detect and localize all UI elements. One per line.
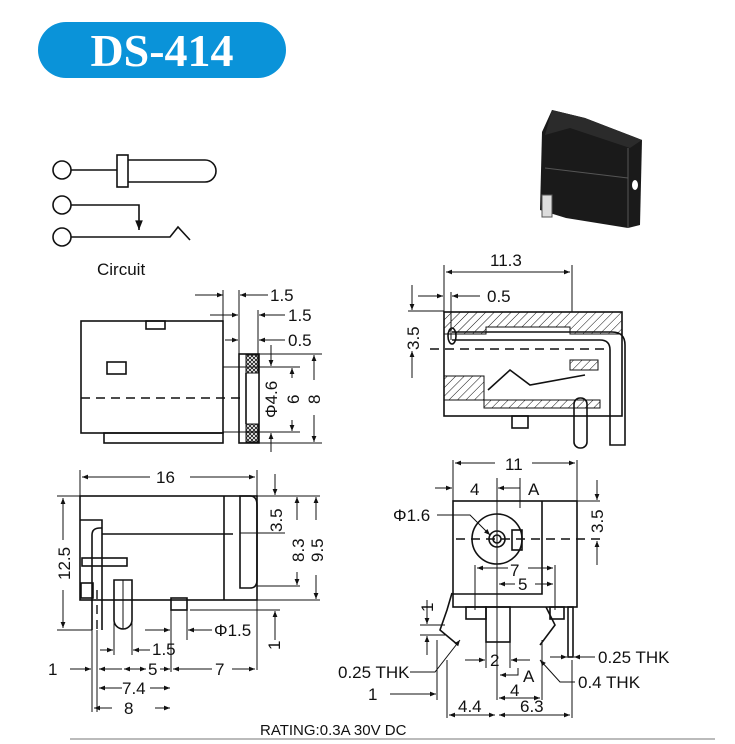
title-text: DS-414 [90, 25, 233, 76]
dim-4: 4 [470, 480, 479, 499]
dim-0-25-thk-left: 0.25 THK [338, 663, 410, 682]
product-photo [540, 110, 642, 228]
dim-1-right: 1 [265, 641, 284, 650]
dim-11-3: 11.3 [490, 251, 522, 270]
dim-1-vertical: 1 [418, 603, 437, 612]
dim-0-5: 0.5 [288, 331, 312, 350]
dim-1-bottom: 1 [368, 685, 377, 704]
label-a-bottom: A [523, 667, 535, 686]
dim-3-5: 3.5 [588, 509, 607, 533]
dim-1-left: 1 [48, 660, 57, 679]
dim-phi-1-5: Φ1.5 [214, 621, 251, 640]
dim-7: 7 [215, 660, 224, 679]
dim-1-5-a: 1.5 [270, 286, 294, 305]
dim-11: 11 [505, 455, 523, 474]
dim-4-bottom: 4 [510, 681, 519, 700]
title-badge: DS-414 [38, 22, 286, 78]
dim-8-3: 8.3 [289, 538, 308, 562]
dim-9-5: 9.5 [308, 538, 327, 562]
rating-text: RATING:0.3A 30V DC [260, 722, 407, 739]
dim-7-4: 7.4 [122, 679, 146, 698]
dim-3-5: 3.5 [404, 326, 423, 350]
dim-1-5-b: 1.5 [288, 306, 312, 325]
label-a-top: A [528, 480, 540, 499]
dim-phi-4-6: Φ4.6 [262, 381, 281, 418]
dim-phi-1-6: Φ1.6 [393, 506, 430, 525]
dim-16: 16 [156, 468, 175, 487]
front-view: 11 4 A Φ1.6 3.5 7 5 1 2 0.25 THK 0.25 TH [338, 455, 670, 718]
dim-5: 5 [518, 575, 527, 594]
dim-0-4-thk: 0.4 THK [578, 673, 641, 692]
bottom-side-view: 16 12.5 3.5 8.3 9.5 1 Φ1.5 1.5 1 [48, 468, 327, 718]
dim-6-3: 6.3 [520, 697, 544, 716]
dim-2: 2 [490, 651, 499, 670]
dim-4-4: 4.4 [458, 697, 482, 716]
section-view: 11.3 0.5 3.5 [404, 251, 626, 449]
circuit-symbol: Circuit [52, 154, 217, 279]
circuit-label: Circuit [97, 260, 145, 279]
dim-8: 8 [305, 395, 324, 404]
dim-1-5: 1.5 [152, 640, 176, 659]
dim-7: 7 [510, 561, 519, 580]
dim-5: 5 [148, 660, 157, 679]
dim-0-5: 0.5 [487, 287, 511, 306]
dim-6: 6 [284, 395, 303, 404]
dim-0-25-thk-right: 0.25 THK [598, 648, 670, 667]
dim-8: 8 [124, 699, 133, 718]
dim-12-5: 12.5 [55, 547, 74, 580]
side-view: 1.5 1.5 0.5 Φ4.6 6 8 [80, 286, 324, 452]
dim-3-5: 3.5 [267, 508, 286, 532]
